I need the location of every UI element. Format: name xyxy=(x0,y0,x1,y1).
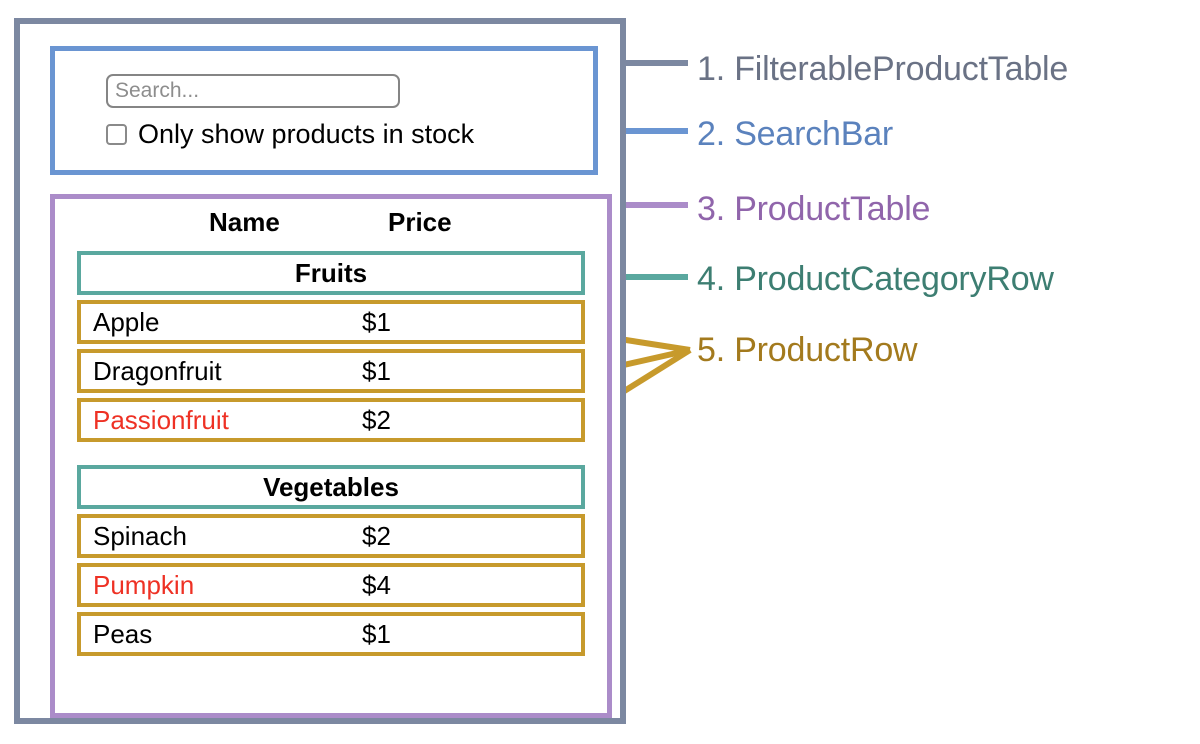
search-bar: Only show products in stock xyxy=(50,46,598,175)
product-name: Pumpkin xyxy=(93,570,195,600)
product-category-row: Fruits xyxy=(77,251,585,295)
legend-item-filterable-product-table: 1. FilterableProductTable xyxy=(697,50,1069,88)
product-price: $1 xyxy=(362,356,391,386)
product-row: Peas $1 xyxy=(77,612,585,656)
product-row: Spinach $2 xyxy=(77,514,585,558)
product-name: Passionfruit xyxy=(93,405,229,435)
product-row: Apple $1 xyxy=(77,300,585,344)
legend-item-search-bar: 2. SearchBar xyxy=(697,115,894,153)
column-header-price: Price xyxy=(388,207,452,237)
group-spacer xyxy=(77,447,585,465)
product-category-label: Fruits xyxy=(294,258,368,288)
product-name: Spinach xyxy=(93,521,187,551)
product-row: Passionfruit $2 xyxy=(77,398,585,442)
legend-item-product-category-row: 4. ProductCategoryRow xyxy=(697,260,1054,298)
product-table-body: Fruits Apple $1 Dragonfruit $1 Passionfr… xyxy=(77,251,585,661)
product-price: $1 xyxy=(362,619,391,649)
product-price: $4 xyxy=(362,570,391,600)
product-category-label: Vegetables xyxy=(263,472,399,502)
stock-filter-checkbox-row[interactable]: Only show products in stock xyxy=(106,121,474,148)
product-category-row: Vegetables xyxy=(77,465,585,509)
product-row: Pumpkin $4 xyxy=(77,563,585,607)
checkbox-icon[interactable] xyxy=(106,124,127,145)
product-row: Dragonfruit $1 xyxy=(77,349,585,393)
filterable-product-table: Only show products in stock Name Price F… xyxy=(14,18,626,724)
product-name: Peas xyxy=(93,619,153,649)
search-input[interactable] xyxy=(106,74,400,108)
stock-filter-label: Only show products in stock xyxy=(138,119,475,149)
product-name: Dragonfruit xyxy=(93,356,222,386)
product-table: Name Price Fruits Apple $1 Dragonfruit $… xyxy=(50,194,612,718)
legend-item-product-row: 5. ProductRow xyxy=(697,331,918,369)
legend-item-product-table: 3. ProductTable xyxy=(697,190,931,228)
product-price: $2 xyxy=(362,521,391,551)
column-header-name: Name xyxy=(209,207,280,237)
product-table-header: Name Price xyxy=(55,207,607,245)
product-price: $2 xyxy=(362,405,391,435)
product-price: $1 xyxy=(362,307,391,337)
product-name: Apple xyxy=(93,307,160,337)
